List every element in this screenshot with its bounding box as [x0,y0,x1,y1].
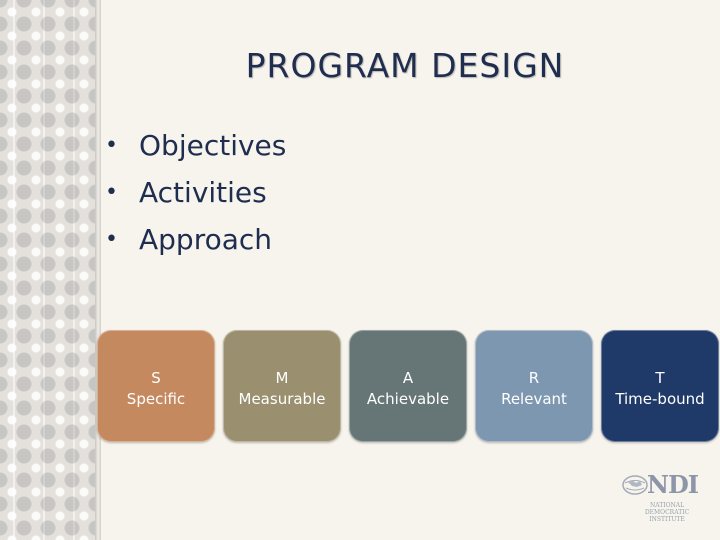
logo-wordmark: NDI [647,470,699,499]
smart-word: Specific [126,390,186,408]
smart-box-s: S Specific [97,330,215,442]
logo-subtitle-line: DEMOCRATIC [644,509,690,516]
bullet-text: Activities [139,176,267,209]
smart-criteria-row: S Specific M Measurable A Achievable R R… [96,330,720,444]
bullet-icon: • [105,133,118,158]
logo-subtitle-line: INSTITUTE [649,516,685,523]
smart-word: Measurable [238,390,326,408]
bullet-text: Objectives [139,129,287,162]
smart-box-m: M Measurable [223,330,341,442]
smart-letter: R [528,369,540,387]
bullet-icon: • [105,180,118,205]
smart-box-r: R Relevant [475,330,593,442]
logo-subtitle: NATIONAL DEMOCRATIC INSTITUTE [642,502,692,523]
slide-title: PROGRAM DESIGN [245,46,565,85]
smart-word: Relevant [501,390,567,408]
bullet-item: • Approach [105,216,286,263]
smart-letter: A [402,369,414,387]
bullet-text: Approach [139,223,273,256]
smart-word: Achievable [366,390,450,408]
smart-word: Time-bound [615,390,705,408]
smart-letter: M [275,369,289,387]
decorative-border-edge [95,0,101,540]
ndi-logo: NDI NATIONAL DEMOCRATIC INSTITUTE [622,470,706,528]
globe-icon [622,475,648,495]
smart-letter: T [655,369,665,387]
smart-letter: S [151,369,161,387]
smart-box-a: A Achievable [349,330,467,442]
bullet-item: • Activities [105,169,286,216]
logo-subtitle-line: NATIONAL [649,502,685,509]
bullet-item: • Objectives [105,122,286,169]
bullet-icon: • [105,227,118,252]
smart-box-t: T Time-bound [601,330,719,442]
bullet-list: • Objectives • Activities • Approach [105,122,286,263]
decorative-border-pattern [0,0,95,540]
